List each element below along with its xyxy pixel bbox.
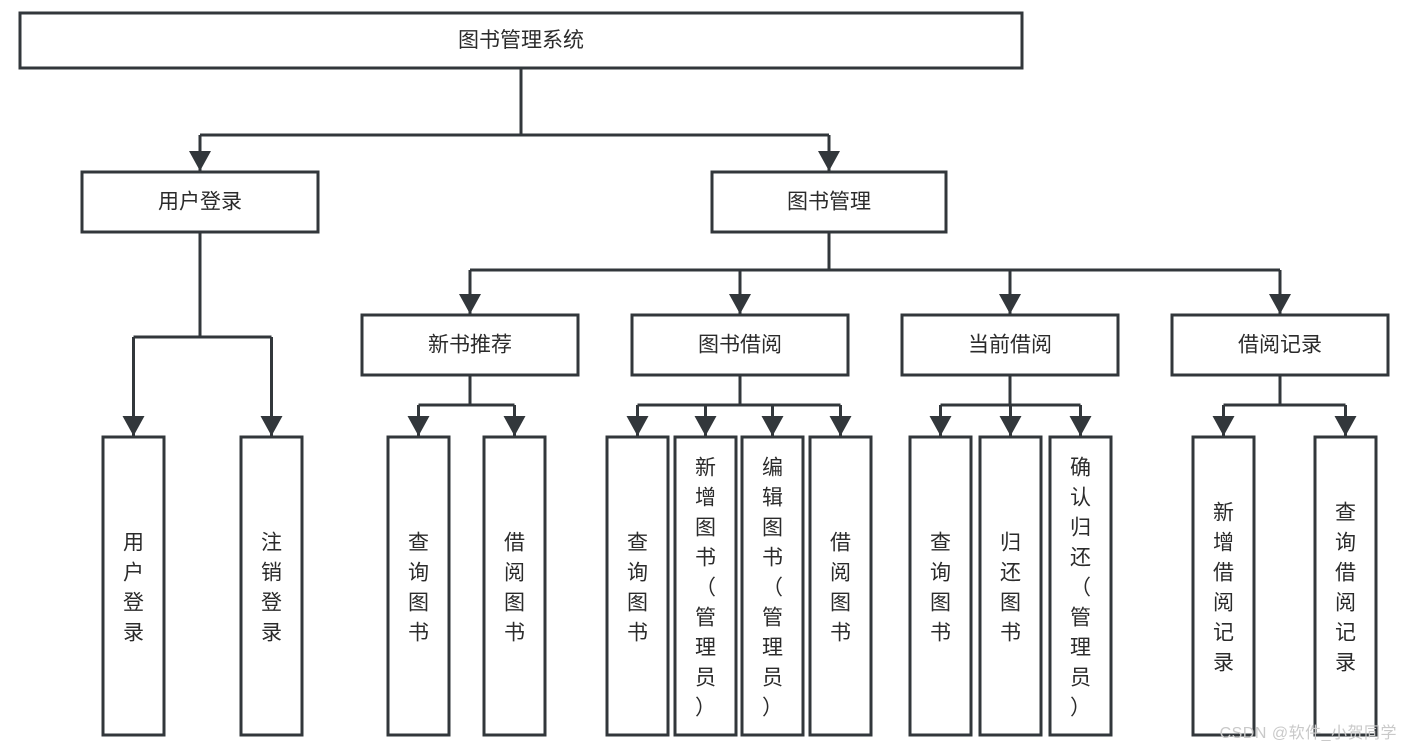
arrow-head-icon	[503, 416, 526, 436]
node-label: 确认归还（管理员）	[1070, 456, 1091, 719]
node-label: 图书管理	[787, 191, 871, 214]
node-box	[630, 313, 850, 377]
arrow-head-icon	[694, 416, 717, 436]
node-查询借阅记录[interactable]: 查询借阅记录	[1313, 435, 1378, 737]
node-归还图书[interactable]: 归还图书	[978, 435, 1043, 737]
node-label: 新增借阅记录	[1213, 501, 1234, 674]
node-label: 图书管理系统	[458, 29, 584, 52]
node-当前借阅[interactable]: 当前借阅	[900, 313, 1120, 377]
node-box	[808, 435, 873, 737]
node-图书管理系统[interactable]: 图书管理系统	[18, 11, 1024, 70]
arrow-head-icon	[999, 416, 1022, 436]
watermark-csdn: CSDN @软件_小贺同学	[1219, 725, 1397, 742]
node-label: 用户登录	[123, 531, 144, 644]
node-label: 注销登录	[261, 531, 282, 644]
arrow-head-icon	[1069, 416, 1092, 436]
node-box	[18, 11, 1024, 70]
arrow-head-icon	[122, 416, 145, 436]
node-查询图书[interactable]: 查询图书	[386, 435, 451, 737]
arrow-head-icon	[189, 151, 211, 171]
node-新增借阅记录[interactable]: 新增借阅记录	[1191, 435, 1256, 737]
node-label: 新增图书（管理员）	[695, 456, 716, 719]
node-box	[1048, 435, 1113, 737]
arrow-head-icon	[260, 416, 283, 436]
node-编辑图书管理员[interactable]: 编辑图书（管理员）	[740, 435, 805, 737]
node-box	[482, 435, 547, 737]
node-box	[673, 435, 738, 737]
node-确认归还管理员[interactable]: 确认归还（管理员）	[1048, 435, 1113, 737]
arrow-head-icon	[829, 416, 852, 436]
node-box	[360, 313, 580, 377]
node-box	[386, 435, 451, 737]
arrow-head-icon	[729, 294, 751, 314]
node-box	[978, 435, 1043, 737]
arrow-head-icon	[1334, 416, 1357, 436]
node-box	[101, 435, 166, 737]
node-查询图书[interactable]: 查询图书	[908, 435, 973, 737]
node-box	[239, 435, 304, 737]
arrow-head-icon	[818, 151, 840, 171]
node-label: 查询图书	[408, 531, 429, 644]
arrow-head-icon	[761, 416, 784, 436]
connector-layer	[122, 68, 1357, 436]
node-新书推荐[interactable]: 新书推荐	[360, 313, 580, 377]
arrow-head-icon	[459, 294, 481, 314]
node-box	[740, 435, 805, 737]
node-借阅图书[interactable]: 借阅图书	[808, 435, 873, 737]
node-label: 用户登录	[158, 191, 242, 214]
node-label: 借阅图书	[830, 531, 851, 644]
node-label: 编辑图书（管理员）	[762, 456, 783, 719]
node-box	[1313, 435, 1378, 737]
node-label: 借阅记录	[1238, 334, 1322, 357]
node-layer: 图书管理系统用户登录用户登录注销登录图书管理新书推荐查询图书借阅图书图书借阅查询…	[18, 11, 1390, 737]
node-box	[908, 435, 973, 737]
node-label: 图书借阅	[698, 334, 782, 357]
arrow-head-icon	[1269, 294, 1291, 314]
node-图书借阅[interactable]: 图书借阅	[630, 313, 850, 377]
node-借阅图书[interactable]: 借阅图书	[482, 435, 547, 737]
node-box	[605, 435, 670, 737]
node-label: 查询借阅记录	[1335, 501, 1356, 674]
node-借阅记录[interactable]: 借阅记录	[1170, 313, 1390, 377]
node-图书管理[interactable]: 图书管理	[710, 170, 948, 234]
arrow-head-icon	[999, 294, 1021, 314]
arrow-head-icon	[1212, 416, 1235, 436]
node-查询图书[interactable]: 查询图书	[605, 435, 670, 737]
node-label: 查询图书	[930, 531, 951, 644]
arrow-head-icon	[407, 416, 430, 436]
node-label: 借阅图书	[504, 531, 525, 644]
node-label: 当前借阅	[968, 334, 1052, 357]
node-注销登录[interactable]: 注销登录	[239, 435, 304, 737]
node-box	[1170, 313, 1390, 377]
node-新增图书管理员[interactable]: 新增图书（管理员）	[673, 435, 738, 737]
node-box	[900, 313, 1120, 377]
node-label: 归还图书	[1000, 531, 1021, 644]
node-box	[1191, 435, 1256, 737]
node-label: 查询图书	[627, 531, 648, 644]
node-用户登录[interactable]: 用户登录	[80, 170, 320, 234]
arrow-head-icon	[929, 416, 952, 436]
node-box	[80, 170, 320, 234]
node-用户登录[interactable]: 用户登录	[101, 435, 166, 737]
arrow-head-icon	[626, 416, 649, 436]
node-box	[710, 170, 948, 234]
node-label: 新书推荐	[428, 334, 512, 357]
